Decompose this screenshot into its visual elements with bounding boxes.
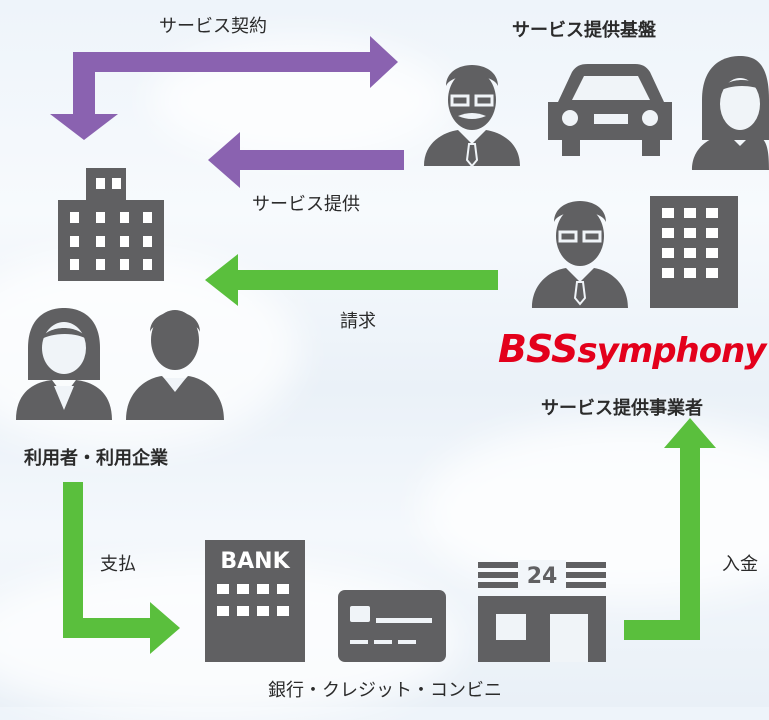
office-building-icon xyxy=(650,196,738,308)
provider-man-icon xyxy=(532,201,628,308)
car-icon xyxy=(548,64,672,156)
deposit-arrow xyxy=(624,418,716,640)
platform-woman-icon xyxy=(692,56,769,170)
users-label: 利用者・利用企業 xyxy=(24,448,168,469)
man-user-icon xyxy=(126,310,224,420)
payment-label: 支払 xyxy=(100,554,136,575)
store-icon-text: 24 xyxy=(527,564,558,589)
bank-icon-text: BANK xyxy=(220,549,290,574)
convenience-store-icon: 24 xyxy=(478,560,606,662)
platform-man-icon xyxy=(424,65,520,168)
bss-symphony-logo: BSSsymphony xyxy=(498,327,766,371)
service-provision-label: サービス提供 xyxy=(252,194,360,215)
service-contract-arrow xyxy=(50,36,398,140)
woman-user-icon xyxy=(16,308,112,420)
payment-arrow xyxy=(63,482,180,654)
billing-label: 請求 xyxy=(340,311,376,332)
credit-card-icon xyxy=(338,590,446,662)
channels-label: 銀行・クレジット・コンビニ xyxy=(268,680,502,701)
service-provision-arrow xyxy=(208,132,404,188)
billing-arrow xyxy=(205,254,498,306)
deposit-label: 入金 xyxy=(722,554,758,575)
service-contract-label: サービス契約 xyxy=(159,16,267,37)
bank-icon: BANK xyxy=(205,540,305,662)
service-platform-label: サービス提供基盤 xyxy=(512,20,656,41)
building-icon xyxy=(58,168,164,281)
provider-label: サービス提供事業者 xyxy=(541,398,703,419)
